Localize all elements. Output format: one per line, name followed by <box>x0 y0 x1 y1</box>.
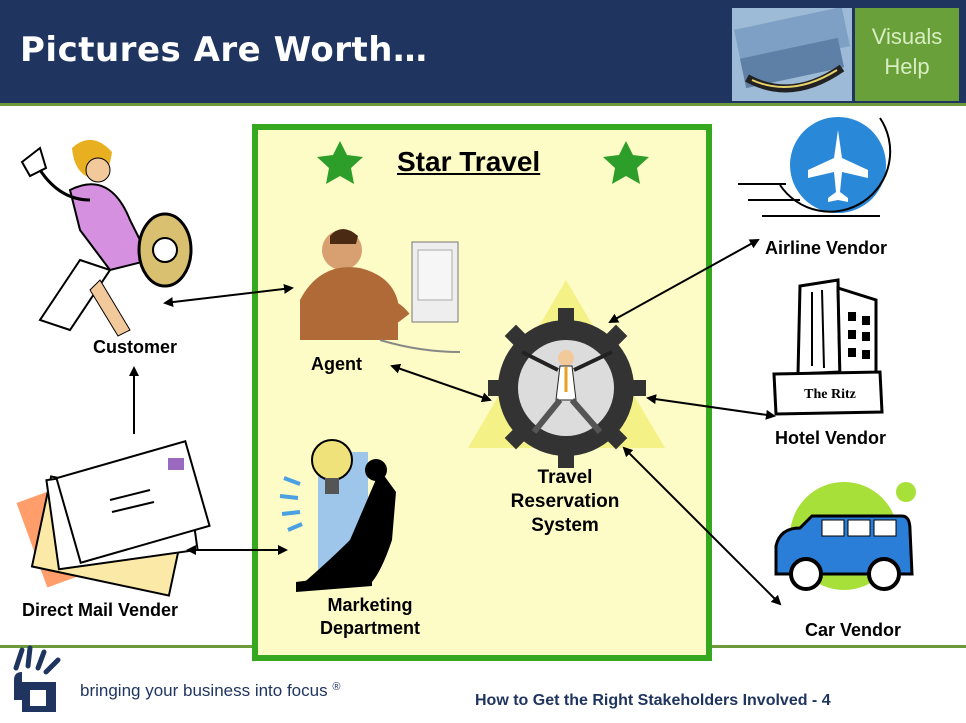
visuals-help-badge: Visuals Help <box>855 8 959 101</box>
page-title: Pictures Are Worth… <box>20 30 428 70</box>
airline-icon <box>738 117 892 217</box>
star-icon-right <box>603 141 649 184</box>
node-label-marketing: Marketing Department <box>300 594 440 640</box>
agent-icon <box>300 229 461 353</box>
node-label-airline: Airline Vendor <box>765 238 888 258</box>
system-line-2: Reservation <box>510 491 620 512</box>
briefcase-thumbnail <box>732 8 852 101</box>
node-label-customer: Customer <box>92 337 177 357</box>
marketing-line-1: Marketing <box>327 595 413 615</box>
badge-line-1: Visuals <box>871 24 943 49</box>
system-line-3: System <box>531 515 599 536</box>
badge-line-2: Help <box>884 54 930 79</box>
node-label-hotel: Hotel Vendor <box>775 428 887 448</box>
edge-system-airline <box>608 239 760 323</box>
marketing-icon <box>279 439 396 592</box>
marketing-line-2: Department <box>319 618 421 638</box>
edge-system-hotel <box>646 394 776 420</box>
gear-person-icon <box>488 308 646 468</box>
node-label-system: Travel Reservation System <box>490 466 640 538</box>
node-label-car: Car Vendor <box>805 620 902 640</box>
direct-mail-icon <box>16 439 211 597</box>
footer-tagline: bringing your business into focus ® <box>80 681 340 701</box>
edge-customer-agent <box>163 283 294 308</box>
diagram-title: Star Travel <box>397 146 541 177</box>
company-logo-icon <box>13 645 61 712</box>
tagline-text: bringing your business into focus <box>80 681 328 700</box>
footer-page-text: How to Get the Right Stakeholders Involv… <box>475 692 831 709</box>
edge-system-car <box>622 446 782 606</box>
star-icon-left <box>317 141 363 184</box>
node-label-agent: Agent <box>311 354 362 374</box>
car-icon <box>774 482 916 591</box>
hotel-sign-text: The Ritz <box>804 387 856 402</box>
trademark-symbol: ® <box>332 681 341 693</box>
system-line-1: Travel <box>537 467 593 488</box>
header-divider <box>0 103 966 106</box>
edge-agent-system <box>390 363 492 403</box>
customer-icon <box>20 139 193 337</box>
node-label-direct-mail: Direct Mail Vender <box>22 600 179 620</box>
